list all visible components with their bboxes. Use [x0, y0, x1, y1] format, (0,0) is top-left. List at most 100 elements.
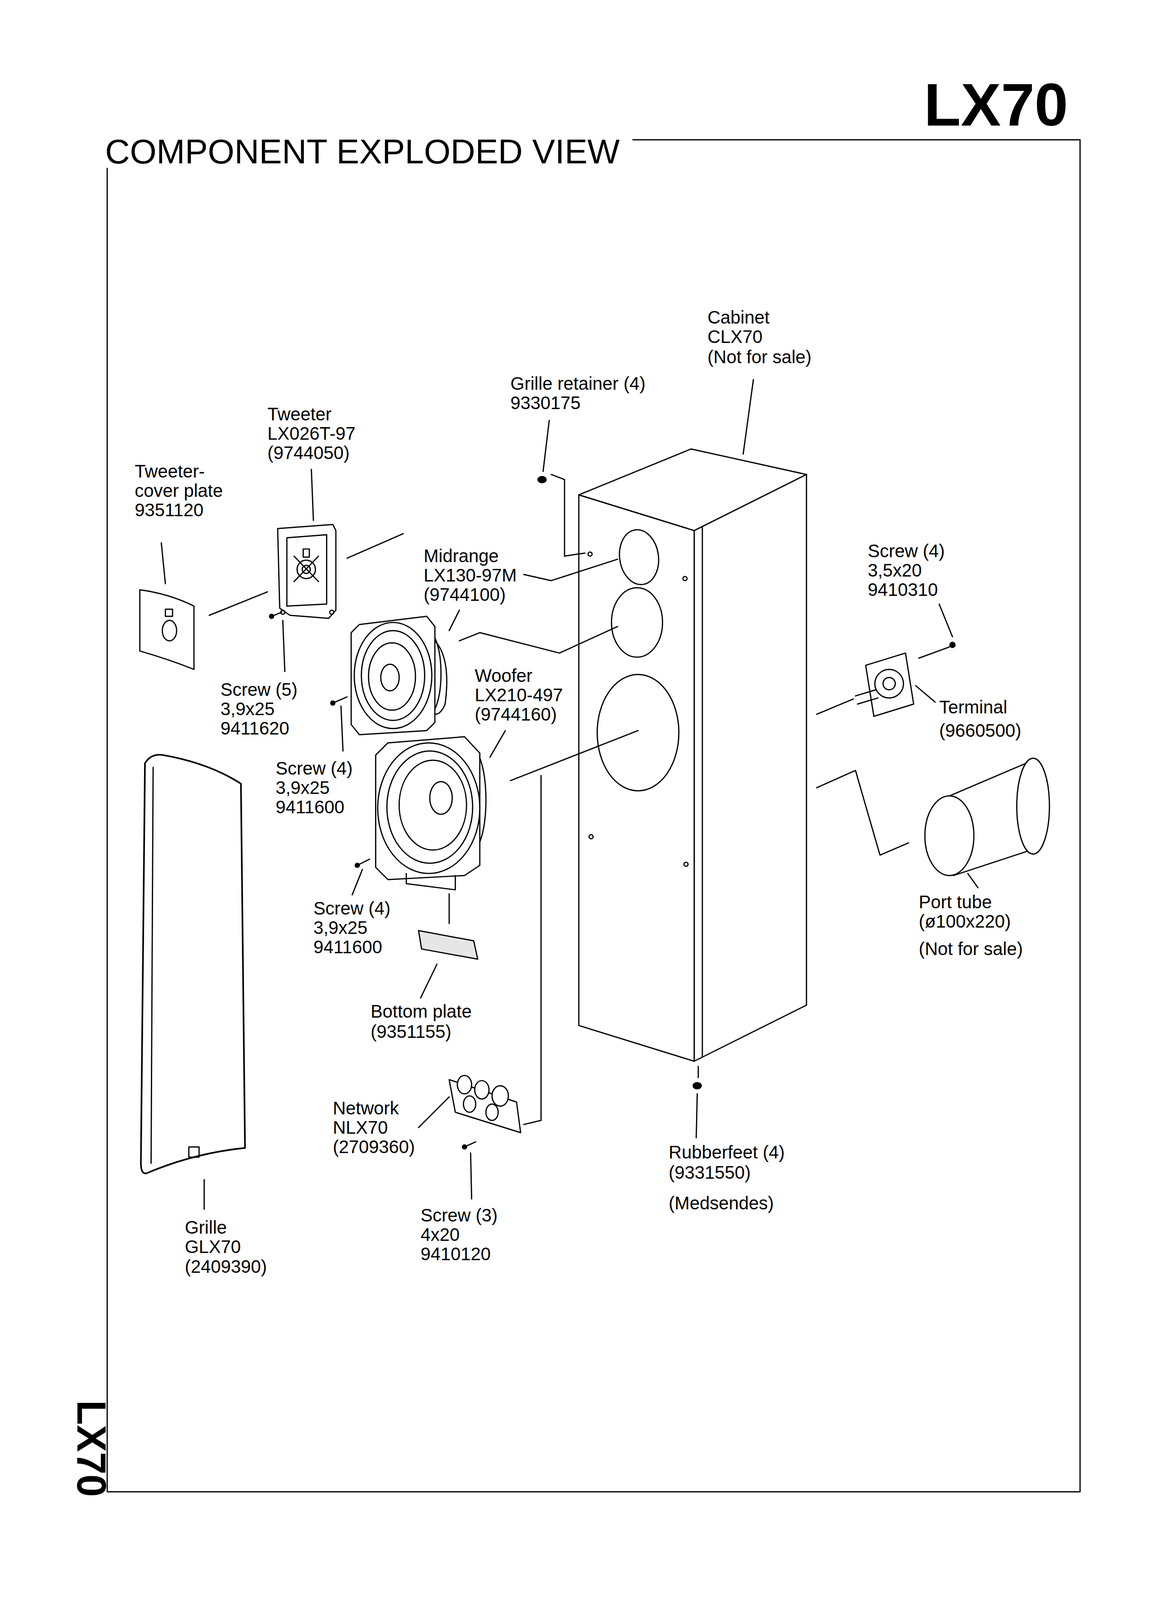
cabinet [578, 495, 695, 1062]
network-board [463, 1096, 476, 1113]
tweeter-cover-plate [140, 589, 195, 670]
midrange-driver [330, 616, 618, 735]
midrange-driver [368, 642, 416, 711]
cabinet [683, 862, 688, 867]
part-callout: Grille retainer (4) [510, 374, 646, 393]
part-callout: (9351155) [370, 1022, 452, 1041]
network-board [462, 1145, 467, 1150]
woofer-driver [355, 730, 638, 924]
woofer-driver [399, 760, 467, 851]
leader-line [939, 604, 953, 638]
leader-line [470, 1153, 472, 1200]
cabinet [597, 674, 679, 791]
part-callout: Grille [184, 1218, 227, 1237]
midrange-driver [459, 626, 618, 654]
leader-line [282, 620, 285, 672]
grille-retainer [551, 474, 586, 556]
part-callout: (9744050) [267, 443, 350, 462]
part-callout: (Not for sale) [918, 940, 1023, 959]
part-callout: (2709360) [332, 1138, 415, 1157]
leader-line [967, 873, 979, 889]
leader-line [449, 610, 460, 631]
tweeter [269, 614, 274, 619]
part-callout: 9351120 [134, 501, 204, 520]
midrange-driver [354, 622, 432, 729]
leader-line [352, 869, 363, 896]
terminal [816, 642, 955, 717]
part-callout: 9411620 [220, 719, 290, 738]
frame-border [107, 140, 1081, 1493]
cabinet [701, 526, 704, 1058]
tweeter [302, 549, 310, 558]
leader-line [489, 730, 506, 758]
tweeter [286, 534, 327, 607]
midrange-driver [330, 701, 335, 706]
part-callout: Screw (4) [275, 759, 353, 778]
part-callout: Port tube [918, 893, 992, 912]
leader-line [743, 379, 754, 455]
model-name: LX70 [923, 74, 1068, 136]
grille [189, 1147, 200, 1158]
tweeter [277, 524, 336, 619]
cabinet [682, 576, 687, 581]
woofer-driver [386, 751, 473, 864]
model-name: LX70 [71, 1400, 112, 1498]
woofer-driver [429, 781, 453, 815]
part-callout: (9744100) [423, 585, 506, 604]
cabinet [588, 835, 593, 840]
tweeter [293, 556, 319, 583]
rubber-foot [693, 1066, 702, 1090]
part-callout: Tweeter- [134, 462, 205, 481]
network-board [523, 775, 542, 1125]
port-tube [1016, 758, 1050, 855]
part-callout: (Medsendes) [668, 1194, 774, 1213]
part-callout: LX026T-97 [267, 424, 356, 443]
terminal [865, 653, 914, 717]
tweeter-cover-plate [165, 609, 173, 617]
woofer-driver [375, 736, 480, 880]
terminal [918, 646, 950, 659]
tweeter [329, 610, 334, 615]
terminal [855, 690, 878, 705]
tweeter [347, 533, 404, 559]
grille [151, 767, 154, 1164]
part-callout: Screw (4) [867, 542, 945, 561]
cabinet [611, 587, 663, 658]
part-callout: Network [332, 1099, 399, 1118]
part-callout: Screw (5) [220, 680, 298, 699]
part-callout: 9410310 [867, 580, 938, 599]
rubber-foot [697, 1066, 700, 1078]
tweeter-cover-plate [162, 620, 177, 641]
part-callout: 9410120 [420, 1245, 491, 1264]
part-callout: Midrange [423, 546, 499, 565]
part-callout: (9331550) [668, 1163, 751, 1182]
terminal [874, 669, 904, 698]
network-board [485, 1104, 498, 1121]
part-callout: Bottom plate [370, 1002, 472, 1021]
network-board [457, 1075, 472, 1095]
tweeter [523, 559, 618, 581]
port-tube [924, 795, 974, 876]
part-callout: GLX70 [184, 1238, 241, 1257]
part-callout: Rubberfeet (4) [668, 1143, 785, 1162]
grille-retainer [537, 476, 547, 484]
terminal [882, 677, 895, 690]
leader-line [915, 686, 936, 703]
part-callout: (2409390) [184, 1257, 267, 1276]
leader-line [161, 542, 166, 584]
cabinet [578, 449, 807, 1062]
bottom-plate [418, 930, 479, 960]
woofer-driver [510, 730, 638, 781]
part-callout: LX210-497 [474, 686, 563, 705]
part-callout: Screw (4) [313, 899, 391, 918]
port-tube [816, 770, 909, 856]
leader-line [203, 1179, 205, 1210]
leader-line [420, 964, 437, 999]
part-callout: 9411600 [313, 938, 383, 957]
cabinet [694, 474, 807, 1062]
part-callout: Terminal [939, 698, 1008, 717]
part-callout: LX130-97M [423, 566, 517, 585]
part-callout: 9411600 [275, 798, 345, 817]
